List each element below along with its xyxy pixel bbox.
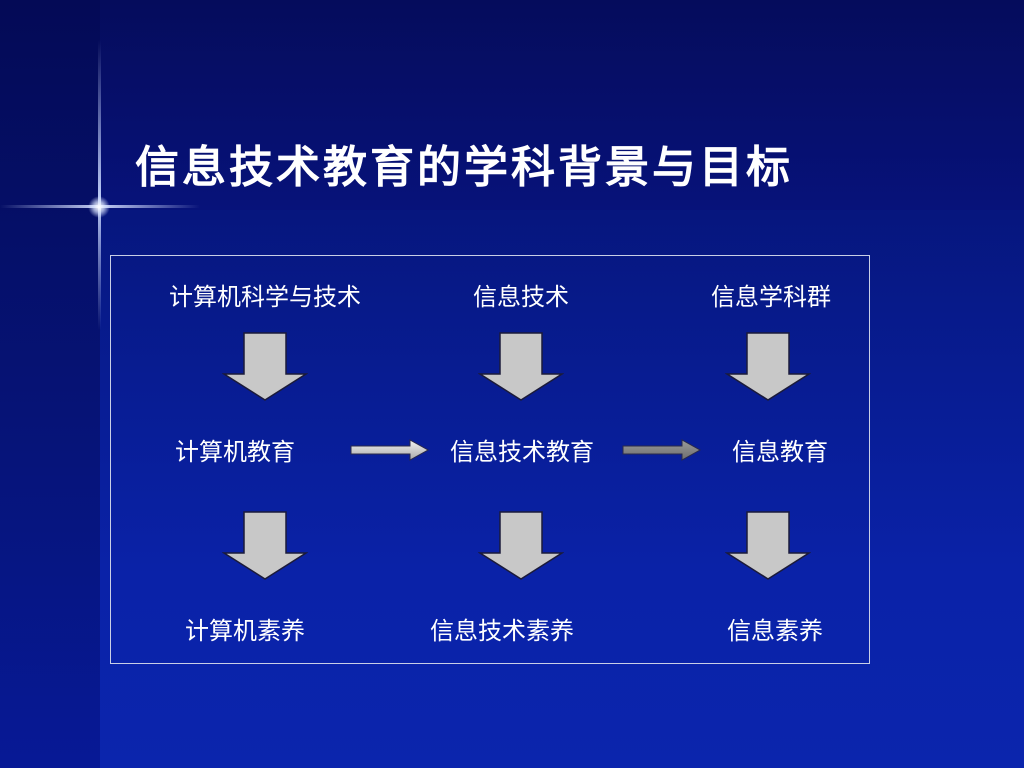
decor-vertical-line	[98, 40, 101, 330]
arrow-right-icon	[350, 439, 430, 461]
node-it-education: 信息技术教育	[450, 438, 594, 466]
sparkle-icon	[88, 196, 110, 218]
node-information-disciplines: 信息学科群	[711, 283, 831, 311]
arrow-down-icon	[478, 511, 564, 580]
node-information-education: 信息教育	[732, 438, 828, 466]
arrow-down-icon	[222, 332, 308, 401]
arrow-down-icon	[478, 332, 564, 401]
header-band	[0, 0, 1024, 210]
node-computer-literacy: 计算机素养	[185, 617, 305, 645]
arrow-down-icon	[222, 511, 308, 580]
node-information-literacy: 信息素养	[727, 617, 823, 645]
arrow-right-icon	[622, 439, 702, 461]
arrow-down-icon	[725, 332, 811, 401]
node-cs-technology: 计算机科学与技术	[169, 283, 361, 311]
node-it-literacy: 信息技术素养	[430, 617, 574, 645]
arrow-down-icon	[725, 511, 811, 580]
diagram-frame	[110, 255, 870, 664]
node-computer-education: 计算机教育	[175, 438, 295, 466]
node-information-technology: 信息技术	[473, 283, 569, 311]
slide-title: 信息技术教育的学科背景与目标	[135, 142, 793, 193]
left-strip	[0, 0, 100, 768]
